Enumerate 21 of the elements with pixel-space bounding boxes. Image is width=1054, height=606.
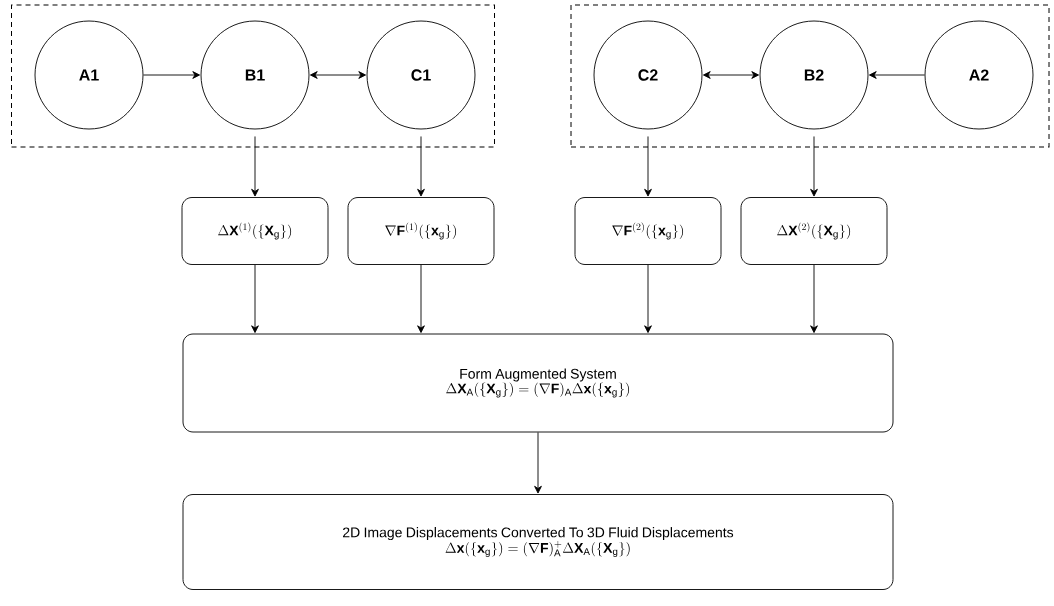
arrow (534, 432, 542, 494)
dashed-group-box (11, 4, 495, 148)
dashed-group-box (570, 4, 1050, 148)
arrow (143, 71, 200, 79)
arrow (251, 264, 259, 333)
arrow (703, 71, 759, 79)
arrow (251, 136, 259, 197)
formula-box: $\Delta\mathbf{X}^{(1)}(\{\mathbf{X}_\mathrm{g}\})$ (181, 197, 329, 265)
arrow (417, 136, 425, 197)
arrow (644, 264, 652, 333)
arrow (417, 264, 425, 333)
formula-box: $\nabla\mathbf{F}^{(1)}(\{\mathbf{x}_\mathrm{g}\})$ (347, 197, 495, 265)
process-box: Form Augmented System $\Delta\mathbf{X}_\mathrm{A}(\{\mathbf{X}_\mathrm{g}\}) = (\nabla\mathbf{F})_\mathrm{A}\Delta\mathbf{x}(\{\mathbf{x}_\mathrm{g}\})$ (182, 333, 894, 433)
process-box: 2D Image Displacements Converted To 3D Fluid Displacements $\Delta\mathbf{x}(\{\mathbf{x}_\mathrm{g}\}) = (\nabla\mathbf{F})_\mathrm{A}^{+}\Delta\mathbf{X}_\mathrm{A}(\{\mathbf{X}_\mathrm{g}\})$ (182, 494, 894, 590)
formula-box: $\Delta\mathbf{X}^{(2)}(\{\mathbf{X}_\mathrm{g}\})$ (740, 197, 888, 265)
arrow (869, 71, 925, 79)
arrow (810, 136, 818, 197)
arrow (810, 264, 818, 333)
arrow (310, 71, 366, 79)
formula-box: $\nabla\mathbf{F}^{(2)}(\{\mathbf{x}_\mathrm{g}\})$ (574, 197, 722, 265)
arrow (644, 136, 652, 197)
